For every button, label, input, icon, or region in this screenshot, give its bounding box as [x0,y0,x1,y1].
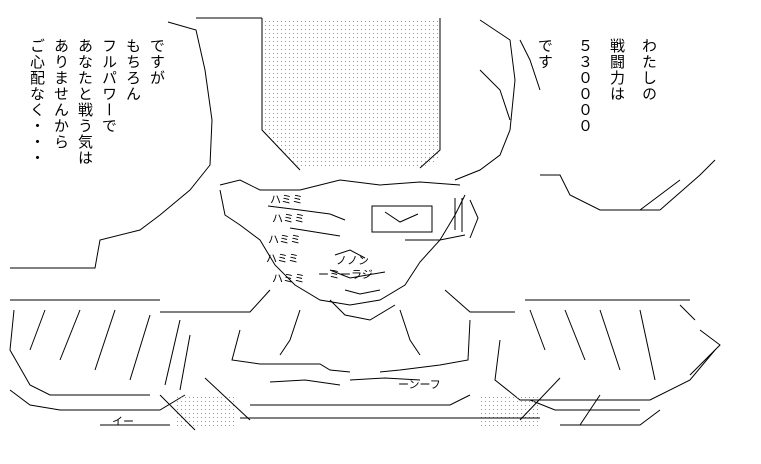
art-label-9: ーンーフ [398,378,441,391]
art-label-8: ーミーラジ [318,268,373,281]
art-label-5: ハミミ [272,272,305,285]
armor-left [9,309,191,411]
quote-left-line-1: ですが [148,38,166,86]
quote-left-line-6: ご心配なく・・・ [28,38,46,166]
quote-right-line-4: です [536,38,554,70]
art-label-6: ノノン [336,254,369,267]
quote-right-line-3: ５３００００ [576,38,594,134]
quote-left-line-4: あなたと戦う気は [76,38,94,166]
quote-left-line-3: フルパワーで [100,38,118,134]
quote-right-line-2: 戦闘力は [608,38,626,102]
art-label-1: ハミミ [270,193,303,206]
headdress [10,17,716,269]
art-label-4: ハミミ [266,252,299,265]
quote-left-line-5: ありませんから [52,38,70,150]
face [219,179,479,306]
quote-left-line-2: もちろん [124,38,142,102]
art-label-7: イー [112,415,134,428]
art-label-2: ハミミ [272,212,305,225]
shoulders [10,289,690,373]
art-labels: ハミミ ハミミ ハミミ ハミミ ハミミ ノノン イー ーミーラジ ーンーフ [112,193,441,428]
armor-right [494,304,721,411]
quote-right-line-1: わたしの [640,38,658,102]
belt [100,377,661,431]
art-label-3: ハミミ [268,233,301,246]
